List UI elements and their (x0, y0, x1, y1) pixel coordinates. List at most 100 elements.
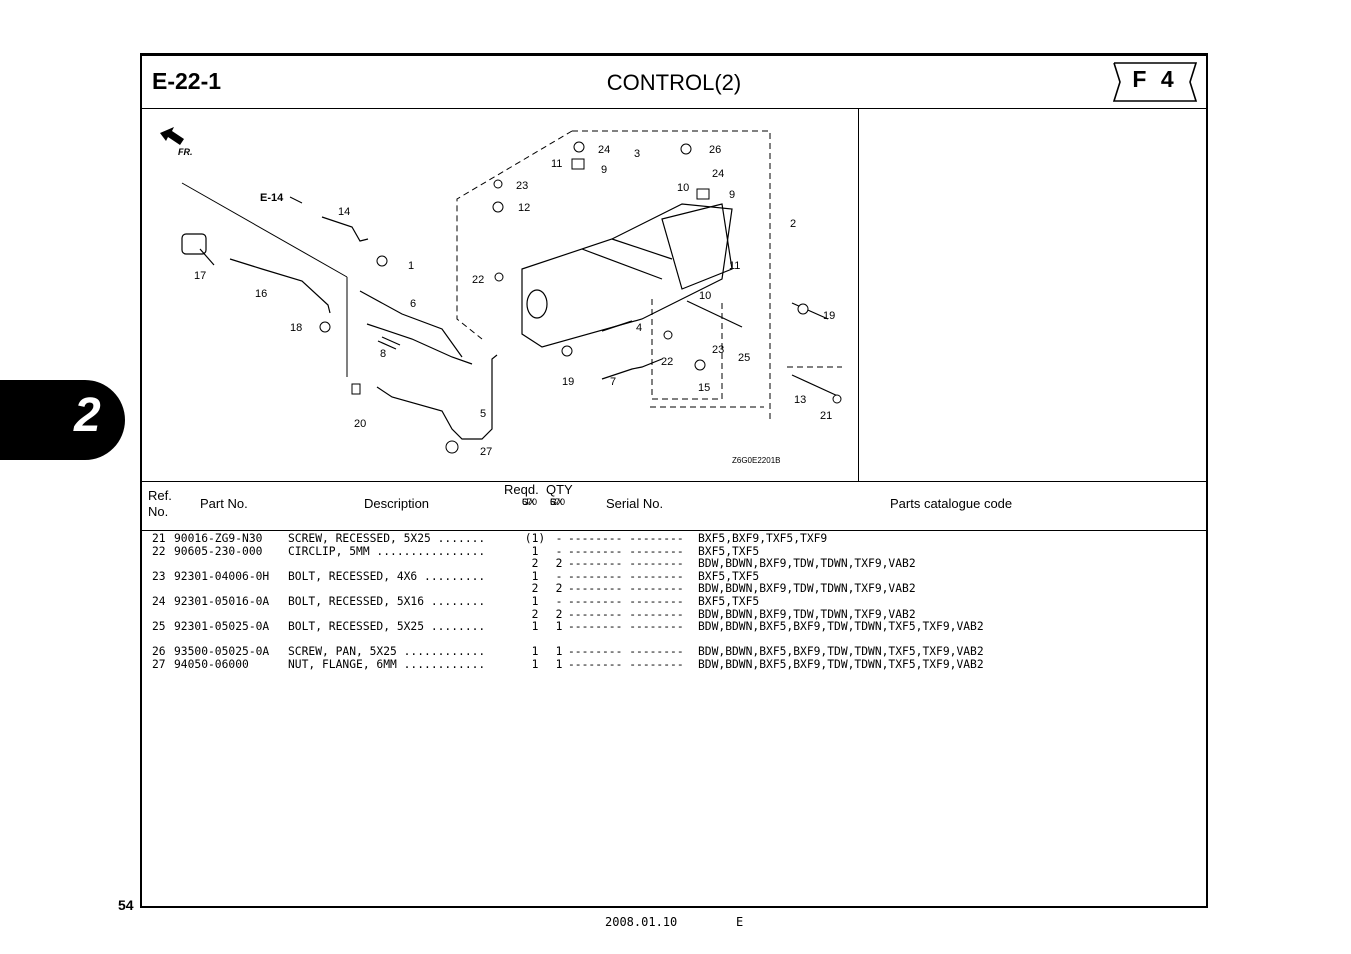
callout-24b: 24 (712, 168, 724, 180)
fasteners (319, 141, 842, 454)
cell-code: BXF5,TXF5 (698, 594, 760, 608)
col-gx-u-1: GX (522, 497, 536, 507)
callout-labels: 1 2 3 4 5 6 7 8 9 9 10 10 11 11 12 13 14… (194, 144, 835, 458)
reference-label: E-14 (260, 192, 284, 204)
cell-desc: BOLT, RECESSED, 5X16 ........ (288, 595, 486, 608)
col-serial: Serial No. (606, 496, 664, 511)
cell-serial: -------- -------- (568, 607, 684, 621)
callout-23a: 23 (516, 180, 528, 192)
cell-code: BDW,BDWN,BXF5,BXF9,TDW,TDWN,TXF5,TXF9,VA… (698, 620, 984, 634)
cell-serial: -------- -------- (568, 594, 684, 608)
callout-25: 25 (738, 352, 750, 364)
callout-7: 7 (610, 376, 616, 388)
callout-22b: 22 (661, 356, 673, 368)
cell-q1: 2 (531, 557, 539, 571)
cell-ref: 27 (152, 657, 166, 671)
table-row: 24 92301-05016-0A BOLT, RECESSED, 5X16 ...… (152, 594, 984, 609)
cell-q1: 2 (531, 582, 539, 596)
callout-12: 12 (518, 202, 530, 214)
callout-5: 5 (480, 408, 486, 420)
cell-desc: NUT, FLANGE, 6MM ............ (288, 658, 486, 671)
callout-4: 4 (636, 322, 642, 334)
exploded-diagram: FR. E-14 (142, 109, 859, 482)
cell-ref: 21 (152, 532, 166, 545)
cell-part: 94050-06000 (174, 657, 249, 671)
linkage-parts (181, 216, 841, 440)
cell-desc (288, 609, 520, 622)
badge-label: F 4 (1132, 66, 1178, 92)
col-gx-u-3: U (522, 497, 529, 507)
cell-ref (152, 558, 174, 571)
callout-26: 26 (709, 144, 721, 156)
frame-badge: F 4 (1110, 61, 1200, 103)
col-catalogue: Parts catalogue code (890, 496, 1013, 511)
cell-desc (288, 558, 520, 571)
callout-1: 1 (408, 260, 414, 272)
cell-q2: 2 (555, 557, 563, 571)
cell-ref: 24 (152, 594, 166, 608)
callout-11a: 11 (551, 158, 562, 170)
callout-10b: 10 (699, 290, 711, 302)
section-tab: 2 (0, 380, 125, 460)
cell-q2: 2 (555, 607, 563, 621)
cell-serial: -------- -------- (568, 582, 684, 596)
callout-13: 13 (794, 394, 806, 406)
cell-q1: 1 (531, 544, 539, 558)
callout-16: 16 (255, 288, 267, 300)
cell-part: 90605-230-000 (174, 544, 263, 558)
callout-9a: 9 (601, 164, 607, 176)
cell-q2: - (555, 544, 563, 558)
cell-part: 92301-05016-0A (174, 594, 270, 608)
cell-serial: -------- -------- (568, 645, 684, 659)
language-code: E (736, 915, 744, 929)
col-gx-u-2: 670 (522, 497, 538, 507)
cell-code: BDW,BDWN,BXF9,TDW,TDWN,TXF9,VAB2 (698, 582, 916, 596)
cell-code: BDW,BDWN,BXF9,TDW,TDWN,TXF9,VAB2 (698, 607, 916, 621)
callout-9b: 9 (729, 189, 735, 201)
sheet-header: E-22-1 CONTROL(2) F 4 (142, 56, 1206, 109)
illustration-code: Z6G0E2201B (732, 456, 780, 465)
print-date: 2008.01.10 (605, 915, 678, 929)
table-row: 2 2 -------- -------- BDW,BDWN,BXF9,TDW,TDW… (152, 607, 984, 622)
cell-q1: 1 (531, 645, 539, 659)
callout-23b: 23 (712, 344, 724, 356)
cell-serial: -------- -------- (568, 569, 684, 583)
col-ref: Ref. (148, 488, 172, 503)
cell-q1: 2 (531, 607, 539, 621)
cell-q2: 1 (555, 645, 563, 659)
cell-q2: 1 (555, 620, 563, 634)
cell-desc: BOLT, RECESSED, 5X25 ........ (288, 621, 486, 634)
callout-3: 3 (634, 148, 640, 160)
cell-ref: 26 (152, 645, 166, 659)
cell-serial: -------- -------- (568, 544, 684, 558)
callout-18: 18 (290, 322, 302, 334)
table-row: 27 94050-06000 NUT, FLANGE, 6MM ..........… (152, 657, 984, 672)
section-tab-number: 2 (74, 389, 101, 442)
callout-11b: 11 (729, 260, 740, 272)
cell-code: BDW,BDWN,BXF9,TDW,TDWN,TXF9,VAB2 (698, 557, 916, 571)
cell-q2: - (555, 569, 563, 583)
cell-desc (288, 583, 520, 596)
callout-20: 20 (354, 418, 366, 430)
assembly-outline (456, 130, 842, 421)
cell-q2: - (555, 532, 563, 545)
col-description: Description (364, 496, 430, 511)
cell-ref: 25 (152, 620, 166, 634)
column-headers: Ref. No. Part No. Description Reqd. QTY … (142, 482, 1206, 531)
diagram-svg: FR. E-14 (160, 127, 842, 465)
cell-q1: 1 (531, 620, 539, 634)
cell-q2: 1 (555, 657, 563, 671)
cell-ref: 23 (152, 569, 166, 583)
cell-desc: SCREW, RECESSED, 5X25 ....... (288, 533, 486, 545)
cell-code: BXF5,BXF9,TXF5,TXF9 (698, 532, 828, 545)
cell-code: BDW,BDWN,BXF5,BXF9,TDW,TDWN,TXF5,TXF9,VA… (698, 657, 984, 671)
cell-q2: 2 (555, 582, 563, 596)
col-no: No. (148, 504, 169, 519)
cell-part: 92301-04006-0H (174, 569, 270, 583)
page-title: CONTROL(2) (606, 70, 742, 95)
front-arrow-icon: FR. (160, 127, 193, 157)
cell-q1: 1 (531, 657, 539, 671)
col-gx-r-1: GX (550, 497, 564, 507)
